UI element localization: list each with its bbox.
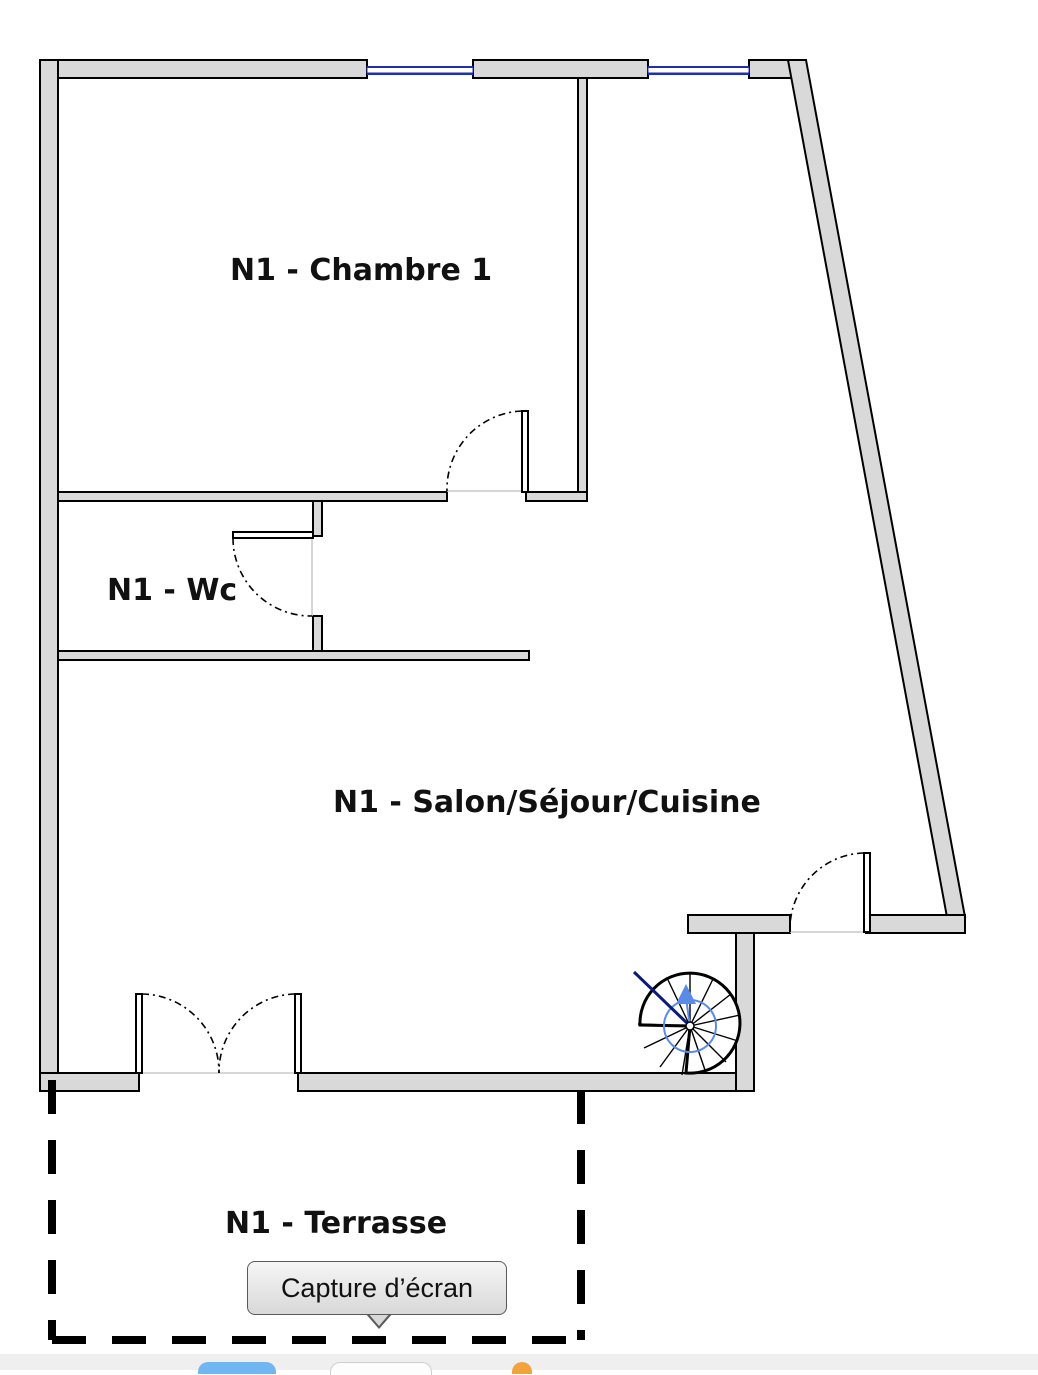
chambre-right-wall (577, 77, 588, 502)
stair-direction-arrow (676, 984, 696, 1004)
screenshot-tooltip: Capture d’écran (247, 1261, 507, 1315)
chambre-bottom-wall-right (525, 491, 588, 502)
doors (135, 410, 871, 1074)
spiral-staircase (632, 970, 742, 1076)
chambre-bottom-wall-left (57, 491, 448, 502)
interior-walls (57, 77, 588, 661)
outer-walls (39, 59, 967, 1092)
room-label-wc: N1 - Wc (107, 573, 237, 608)
tooltip-label: Capture d’écran (280, 1272, 474, 1303)
stair-pointer (632, 970, 692, 1028)
stair-wall-vertical (735, 914, 755, 1092)
bottom-wall-left (39, 1072, 140, 1092)
wc-right-wall-upper (312, 500, 323, 537)
bottom-wall-right (297, 1072, 755, 1092)
dock-item-blue[interactable] (198, 1362, 276, 1374)
door-wc (232, 531, 314, 617)
room-label-salon: N1 - Salon/Séjour/Cuisine (333, 785, 761, 820)
door-terrace-double (135, 993, 302, 1074)
right-slanted-wall (786, 59, 967, 918)
door-chambre (446, 410, 529, 493)
room-label-chambre: N1 - Chambre 1 (230, 253, 492, 288)
dock-item-white[interactable] (330, 1362, 432, 1375)
top-wall-middle (472, 59, 649, 79)
wc-right-wall-lower (312, 615, 323, 652)
stair-wall-top (687, 914, 791, 934)
right-lower-wall (865, 914, 966, 934)
tooltip-tail-inner (367, 1312, 391, 1326)
door-right (789, 852, 871, 933)
terrace-outline (48, 1080, 585, 1344)
wc-bottom-wall (57, 650, 530, 661)
left-wall (39, 59, 59, 1092)
top-wall-left (39, 59, 368, 79)
windows (366, 66, 750, 75)
room-label-terrasse: N1 - Terrasse (225, 1206, 447, 1241)
